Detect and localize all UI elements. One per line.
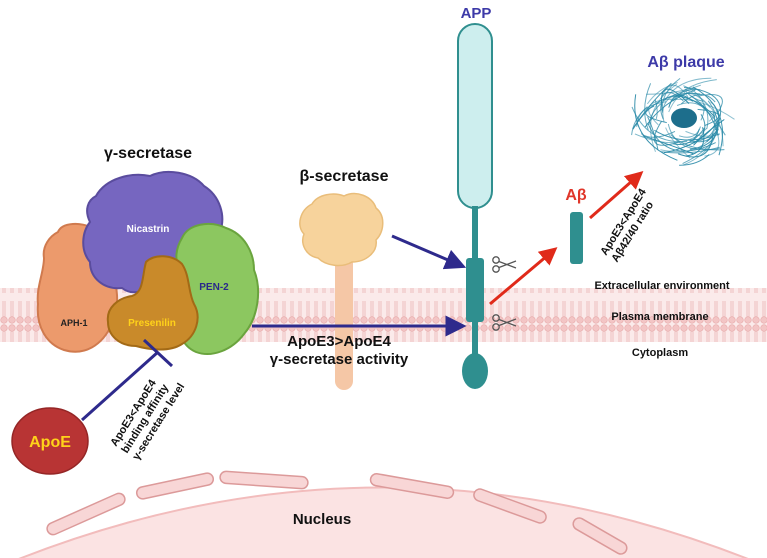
plaque-fiber xyxy=(661,88,690,111)
plaque-fiber xyxy=(664,77,712,102)
activity-line2: γ-secretase activity xyxy=(270,351,409,368)
ratio-annotation: ApoE3<ApoE4 Aβ42/40 ratio xyxy=(598,186,656,265)
beta-secretase-title: β-secretase xyxy=(300,168,389,185)
plaque-fiber xyxy=(646,82,678,105)
plaque-fiber xyxy=(644,89,696,128)
beta-cleavage-arrow xyxy=(391,234,467,270)
plaque-fiber xyxy=(703,103,709,129)
nicastrin-label: Nicastrin xyxy=(127,224,170,235)
plaque-fiber xyxy=(692,127,706,141)
plaque-fiber xyxy=(648,103,662,125)
app-protein: APP xyxy=(457,5,493,389)
gamma-secretase-complex: γ-secretase APH-1 Nicastrin PEN-2 Presen… xyxy=(36,145,260,355)
apoe-inhibition xyxy=(80,338,174,422)
abeta-release-arrow xyxy=(489,247,558,306)
beta-secretase-head xyxy=(299,192,384,267)
plaque-fiber xyxy=(636,101,667,127)
abeta-fragment xyxy=(570,212,583,264)
app-ectodomain xyxy=(457,23,493,209)
plaque-fiber xyxy=(644,83,652,130)
abeta-peptide: Aβ xyxy=(565,187,587,264)
beta-secretase-stalk xyxy=(335,254,353,390)
cytoplasm-label: Cytoplasm xyxy=(632,347,688,359)
plaque-fiber xyxy=(708,101,717,122)
apoe-label: ApoE xyxy=(29,434,71,451)
abeta-label: Aβ xyxy=(565,187,587,204)
app-abeta-domain xyxy=(466,258,484,322)
plaque-title: Aβ plaque xyxy=(647,54,724,71)
plaque-fiber xyxy=(672,79,717,102)
plaque-fiber xyxy=(661,77,681,113)
binding-annotation: ApoE3<ApoE4 binding affinity γ-secretase… xyxy=(108,377,187,462)
plaque-fiber xyxy=(678,126,701,138)
extracellular-label: Extracellular environment xyxy=(594,280,729,292)
aph1-label: APH-1 xyxy=(60,318,87,328)
plaque-fiber xyxy=(660,120,719,153)
app-title: APP xyxy=(461,5,492,22)
plaque-fiber xyxy=(684,88,724,147)
scissors-icon xyxy=(492,256,517,273)
presenilin-subunit: Presenilin xyxy=(106,255,199,351)
scissors-icon xyxy=(492,314,517,331)
plaque-fiber xyxy=(668,92,711,113)
plaque-fiber xyxy=(661,146,720,154)
presenilin-label: Presenilin xyxy=(128,318,176,329)
plaque-fiber xyxy=(678,132,714,158)
plaque-aggregation-arrow xyxy=(589,171,644,220)
plaque-fiber xyxy=(632,82,672,130)
beta-secretase: β-secretase xyxy=(299,168,389,390)
plaque-fiber xyxy=(665,127,691,159)
plaque-fiber xyxy=(685,90,704,102)
plaque-fiber xyxy=(697,108,720,127)
abeta-plaque: Aβ plaque xyxy=(631,54,735,166)
plaque-fiber xyxy=(662,88,697,123)
plaque-fiber xyxy=(692,86,723,156)
plaque-fibers xyxy=(631,77,735,166)
apoe: ApoE xyxy=(11,407,89,475)
plaque-fiber xyxy=(680,94,716,105)
app-linker xyxy=(472,206,478,260)
plaque-fiber xyxy=(654,99,658,120)
plaque-core xyxy=(671,108,697,128)
nucleus-label: Nucleus xyxy=(293,511,351,528)
activity-line1: ApoE3>ApoE4 xyxy=(287,333,391,350)
app-tail-linker xyxy=(472,320,478,354)
plaque-fiber xyxy=(679,154,710,166)
plaque-fiber xyxy=(647,116,659,150)
plaque-fiber xyxy=(687,111,716,144)
pen2-label: PEN-2 xyxy=(199,282,229,293)
plaque-fiber xyxy=(689,128,719,150)
app-aicd xyxy=(462,353,488,389)
plaque-fiber xyxy=(631,106,688,143)
plaque-fiber xyxy=(673,128,700,145)
plaque-fiber xyxy=(678,95,716,118)
plaque-fiber xyxy=(646,84,701,95)
plasma-membrane-label: Plasma membrane xyxy=(611,311,708,323)
nuclear-pores xyxy=(46,470,628,555)
gamma-secretase-title: γ-secretase xyxy=(104,145,192,162)
plaque-fiber xyxy=(647,122,716,152)
plaque-fiber xyxy=(688,97,726,136)
nucleus: Nucleus xyxy=(18,470,749,558)
